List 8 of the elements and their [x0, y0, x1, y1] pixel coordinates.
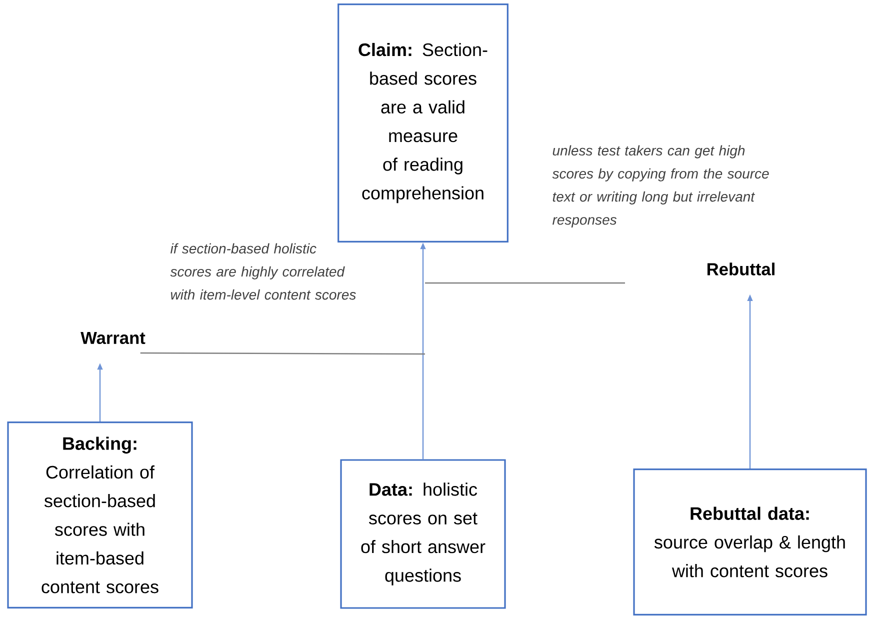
text-box: Rebuttal data: source overlap & length with content scores	[633, 468, 867, 616]
text-box: Backing: Correlation of section-based scores with item-based content scores	[7, 422, 193, 608]
heading-label: Rebuttal	[708, 262, 774, 276]
note-text: unless test takers can get high scores by copying from the source text or writing long but irrelevant responses	[552, 145, 769, 228]
note-text: if section-based holistic scores are highly correlated with item-level content scores	[170, 243, 356, 300]
text-box: Data: holistic scores on set of short answer questions	[340, 459, 506, 609]
text-box: Claim: Section-based scores are a valid measure of reading comprehension	[338, 4, 508, 242]
heading-label: Warrant	[80, 332, 146, 344]
